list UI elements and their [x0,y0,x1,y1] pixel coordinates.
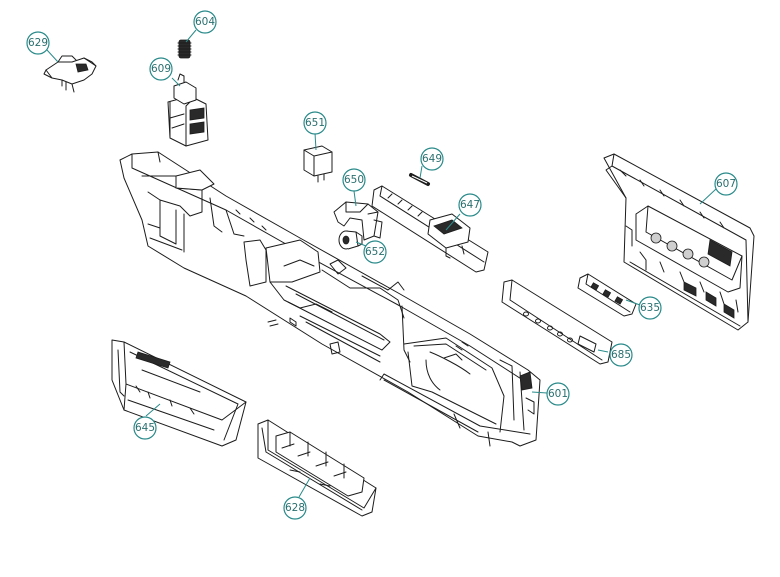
callout-609-label: 609 [151,63,171,75]
callout-628-label: 628 [285,502,305,514]
callout-650-label: 650 [344,174,364,186]
part-609-connector-block [167,73,209,147]
callout-604: 604 [193,10,217,34]
callout-604-label: 604 [195,16,215,28]
part-604-spring [177,39,192,59]
callout-629-label: 629 [28,37,48,49]
callout-629: 629 [26,31,50,55]
callout-607-label: 607 [716,178,736,190]
callout-628: 628 [283,496,307,520]
callout-647-label: 647 [460,199,480,211]
callout-651-label: 651 [305,117,325,129]
callout-650: 650 [342,168,366,192]
part-628-button-panel [257,419,377,517]
callout-652-label: 652 [365,246,385,258]
leader-lines [46,29,717,498]
callout-649: 649 [420,147,444,171]
callout-601-label: 601 [548,388,568,400]
callout-649-label: 649 [422,153,442,165]
part-647-display-bracket [371,185,489,273]
callout-635: 635 [638,296,662,320]
callout-651: 651 [303,111,327,135]
callout-601: 601 [546,382,570,406]
part-651-module [303,145,333,183]
callout-635-label: 635 [640,302,660,314]
callout-685-label: 685 [611,349,631,361]
callout-685: 685 [609,343,633,367]
callout-647: 647 [458,193,482,217]
callout-645: 645 [133,416,157,440]
callout-609: 609 [149,57,173,81]
part-650-bracket [333,201,383,241]
part-645-fascia-piece [111,339,247,447]
part-607-control-board [603,153,755,331]
part-649-pin [409,173,430,186]
part-629-clip [43,55,97,93]
callout-645-label: 645 [135,422,155,434]
callout-607: 607 [714,172,738,196]
callout-652: 652 [363,240,387,264]
part-652-encoder [338,230,363,250]
part-635-button-strip [577,273,637,317]
part-685-overlay-label [501,279,613,365]
part-601-control-panel-body [119,151,541,447]
